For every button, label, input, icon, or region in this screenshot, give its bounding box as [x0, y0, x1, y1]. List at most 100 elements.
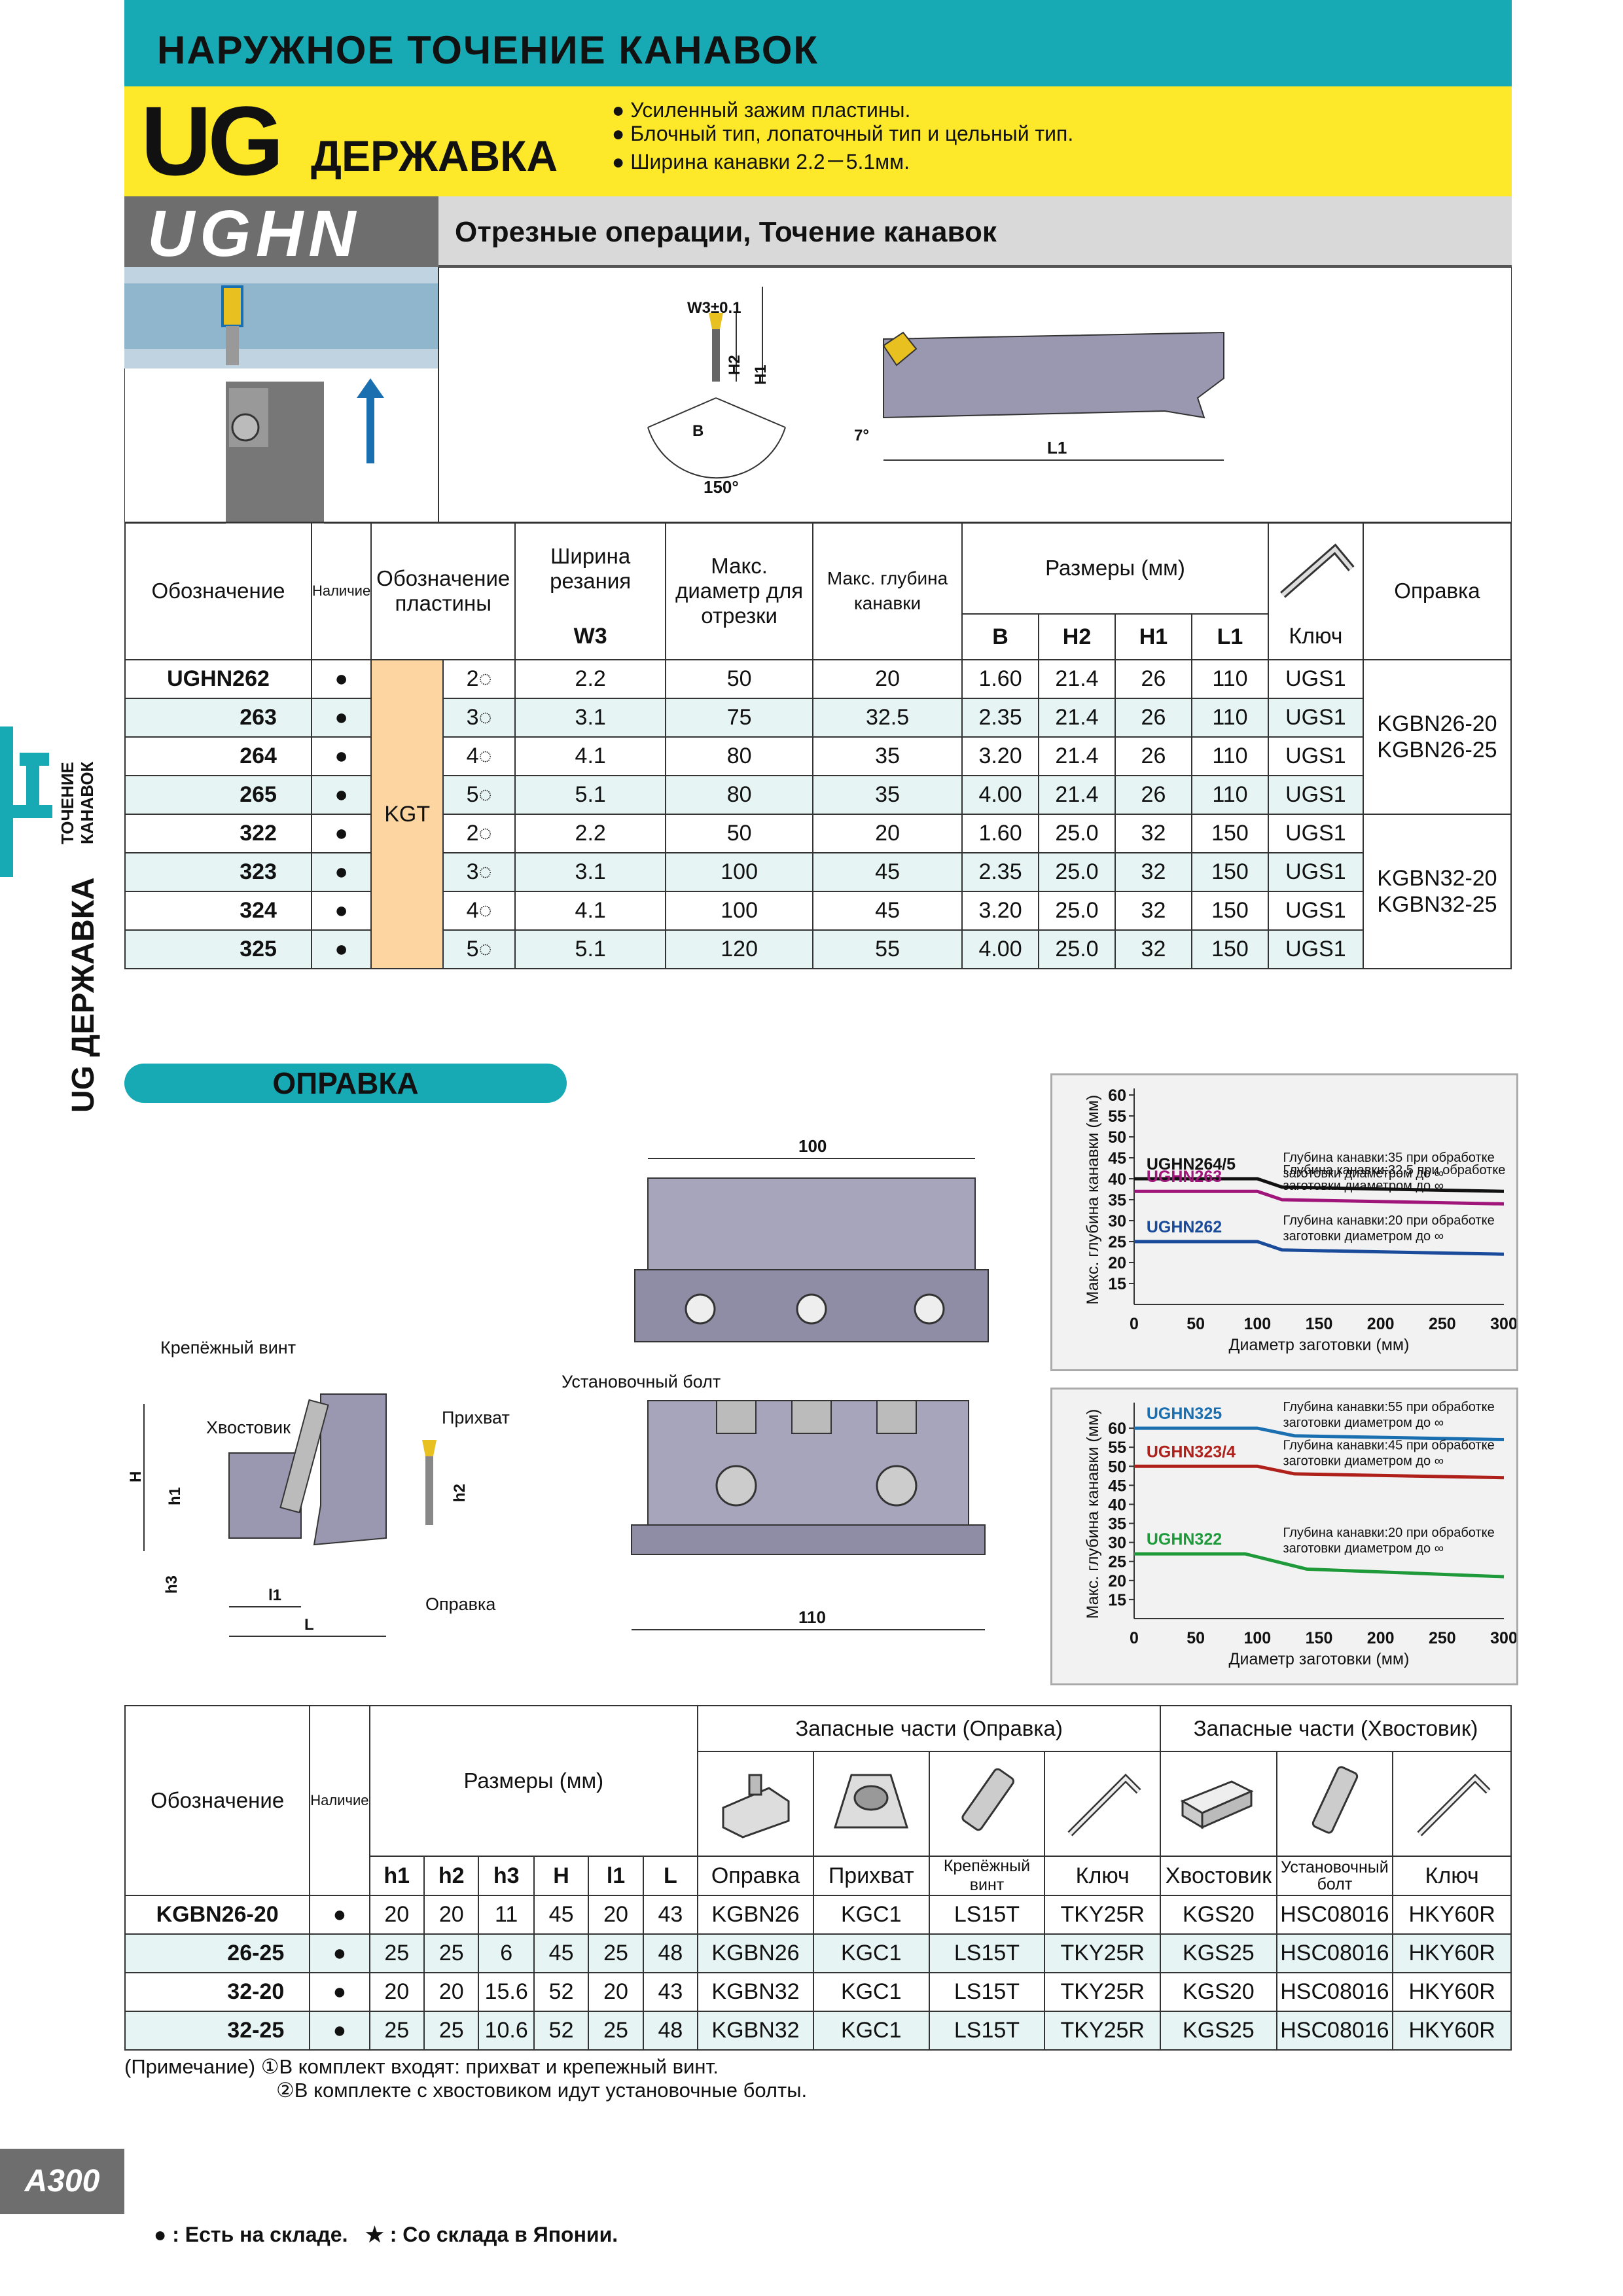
cell: ● — [309, 1895, 370, 1935]
dim-100: 100 — [798, 1136, 827, 1156]
cell: KGS20 — [1160, 1972, 1277, 2012]
cell: 20 — [588, 1972, 644, 2012]
cell-w: 2.2 — [514, 659, 667, 699]
col-maxdepth: Макс. глубина канавки — [812, 522, 963, 660]
series-note: заготовки диаметром до ∞ — [1283, 1454, 1444, 1468]
y-tick-label: 20 — [1108, 1572, 1126, 1590]
cell-l1: 150 — [1190, 814, 1269, 853]
dim-H: H — [127, 1471, 145, 1482]
cell-h2: 25.0 — [1038, 852, 1116, 892]
cell-l1: 110 — [1190, 736, 1269, 776]
cell-b: 2.35 — [961, 852, 1040, 892]
col-spare-holder: Запасные части (Оправка) — [697, 1705, 1162, 1752]
cell-l1: 150 — [1190, 891, 1269, 931]
cell: 43 — [642, 1972, 699, 2012]
cell-d: 265 — [124, 775, 312, 815]
series-note: Глубина канавки:20 при обработке — [1283, 1526, 1495, 1540]
cell: 43 — [642, 1895, 699, 1935]
y-tick-label: 60 — [1108, 1420, 1126, 1438]
side-chapter-label: UG ДЕРЖАВКА — [66, 877, 101, 1113]
cell: KGBN26 — [697, 1933, 814, 1973]
col-insert: Обозначение пластины — [370, 522, 516, 660]
cell-s: ● — [310, 929, 372, 969]
cell-k: UGS1 — [1267, 929, 1364, 969]
col-spare-shank: Запасные части (Хвостовик) — [1160, 1705, 1512, 1752]
series-line — [1134, 1189, 1505, 1206]
product-code: UG — [141, 86, 284, 196]
cell-l1: 150 — [1190, 852, 1269, 892]
cell: 48 — [642, 1933, 699, 1973]
screw-icon — [928, 1751, 1046, 1857]
col-holder: Оправка — [1362, 522, 1512, 660]
cell: KGBN26-20 — [124, 1895, 311, 1935]
cell-l1: 110 — [1190, 775, 1269, 815]
grooving-tab-icon — [0, 726, 52, 877]
cell: KGBN26 — [697, 1895, 814, 1935]
clamp-icon — [812, 1751, 930, 1857]
series-note: заготовки диаметром до ∞ — [1283, 1166, 1444, 1181]
col-h1: h1 — [368, 1856, 425, 1896]
cell-h2: 21.4 — [1038, 659, 1116, 699]
cell: KGC1 — [812, 1972, 930, 2012]
page-title: НАРУЖНОЕ ТОЧЕНИЕ КАНАВОК — [157, 28, 819, 72]
key-icon — [1267, 522, 1364, 614]
cell-s: ● — [310, 775, 372, 815]
holder-spec-table: Обозначение Наличие Обозначение пластины… — [124, 522, 1512, 969]
x-tick-label: 300 — [1490, 1315, 1516, 1333]
cell-h2: 25.0 — [1038, 891, 1116, 931]
cell-i: 2◌ — [442, 814, 516, 853]
cell-h1: 32 — [1114, 891, 1192, 931]
cell-mg: 20 — [812, 659, 963, 699]
series-line — [1134, 1552, 1505, 1579]
y-tick-label: 15 — [1108, 1275, 1126, 1293]
cell-h1: 26 — [1114, 736, 1192, 776]
cell-k: UGS1 — [1267, 852, 1364, 892]
label-bolt: Установочный болт — [562, 1372, 721, 1391]
cell-h2: 25.0 — [1038, 814, 1116, 853]
y-tick-label: 30 — [1108, 1534, 1126, 1552]
cell-d: 325 — [124, 929, 312, 969]
col-maxdia: Макс. диаметр для отрезки — [665, 522, 814, 660]
cell: HKY60R — [1392, 1972, 1512, 2012]
feature-bullet: ● Ширина канавки 2.2－5.1мм. — [612, 150, 910, 173]
cell-md: 100 — [665, 852, 814, 892]
y-tick-label: 55 — [1108, 1107, 1126, 1126]
cell: KGS25 — [1160, 2011, 1277, 2051]
series-note: Глубина канавки:32.5 при обработке — [1283, 1163, 1506, 1177]
x-tick-label: 250 — [1429, 1315, 1456, 1333]
cell: KGC1 — [812, 1895, 930, 1935]
y-tick-label: 50 — [1108, 1458, 1126, 1476]
cell-k: UGS1 — [1267, 659, 1364, 699]
cell: 20 — [423, 1972, 480, 2012]
cell-w: 2.2 — [514, 814, 667, 853]
series-note: заготовки диаметром до ∞ — [1283, 1229, 1444, 1244]
cell-k: UGS1 — [1267, 698, 1364, 738]
cell: HKY60R — [1392, 2011, 1512, 2051]
cell-k: UGS1 — [1267, 814, 1364, 853]
cell: 11 — [478, 1895, 535, 1935]
x-tick-label: 150 — [1306, 1315, 1333, 1333]
cell: 32-25 — [124, 2011, 311, 2051]
y-tick-label: 30 — [1108, 1212, 1126, 1230]
x-tick-label: 250 — [1429, 1629, 1456, 1647]
x-tick-label: 0 — [1130, 1629, 1139, 1647]
dim-h2: h2 — [451, 1484, 469, 1502]
cell-md: 120 — [665, 929, 814, 969]
cell-b: 3.20 — [961, 891, 1040, 931]
dim-110: 110 — [798, 1607, 826, 1627]
note-2: ②В комплекте с хвостовиком идут установо… — [276, 2079, 808, 2102]
cell-k: UGS1 — [1267, 736, 1364, 776]
y-tick-label: 40 — [1108, 1496, 1126, 1514]
series-label: UGHN262 — [1147, 1218, 1222, 1236]
stock-legend: ● : Есть на складе. ★ : Со склада в Япон… — [154, 2223, 618, 2246]
col-l1: l1 — [588, 1856, 644, 1896]
col-h3: h3 — [478, 1856, 535, 1896]
series-line — [1134, 1177, 1505, 1193]
cell-mg: 32.5 — [812, 698, 963, 738]
cell-w: 5.1 — [514, 775, 667, 815]
feature-bullet: ● Усиленный зажим пластины. — [612, 98, 911, 122]
